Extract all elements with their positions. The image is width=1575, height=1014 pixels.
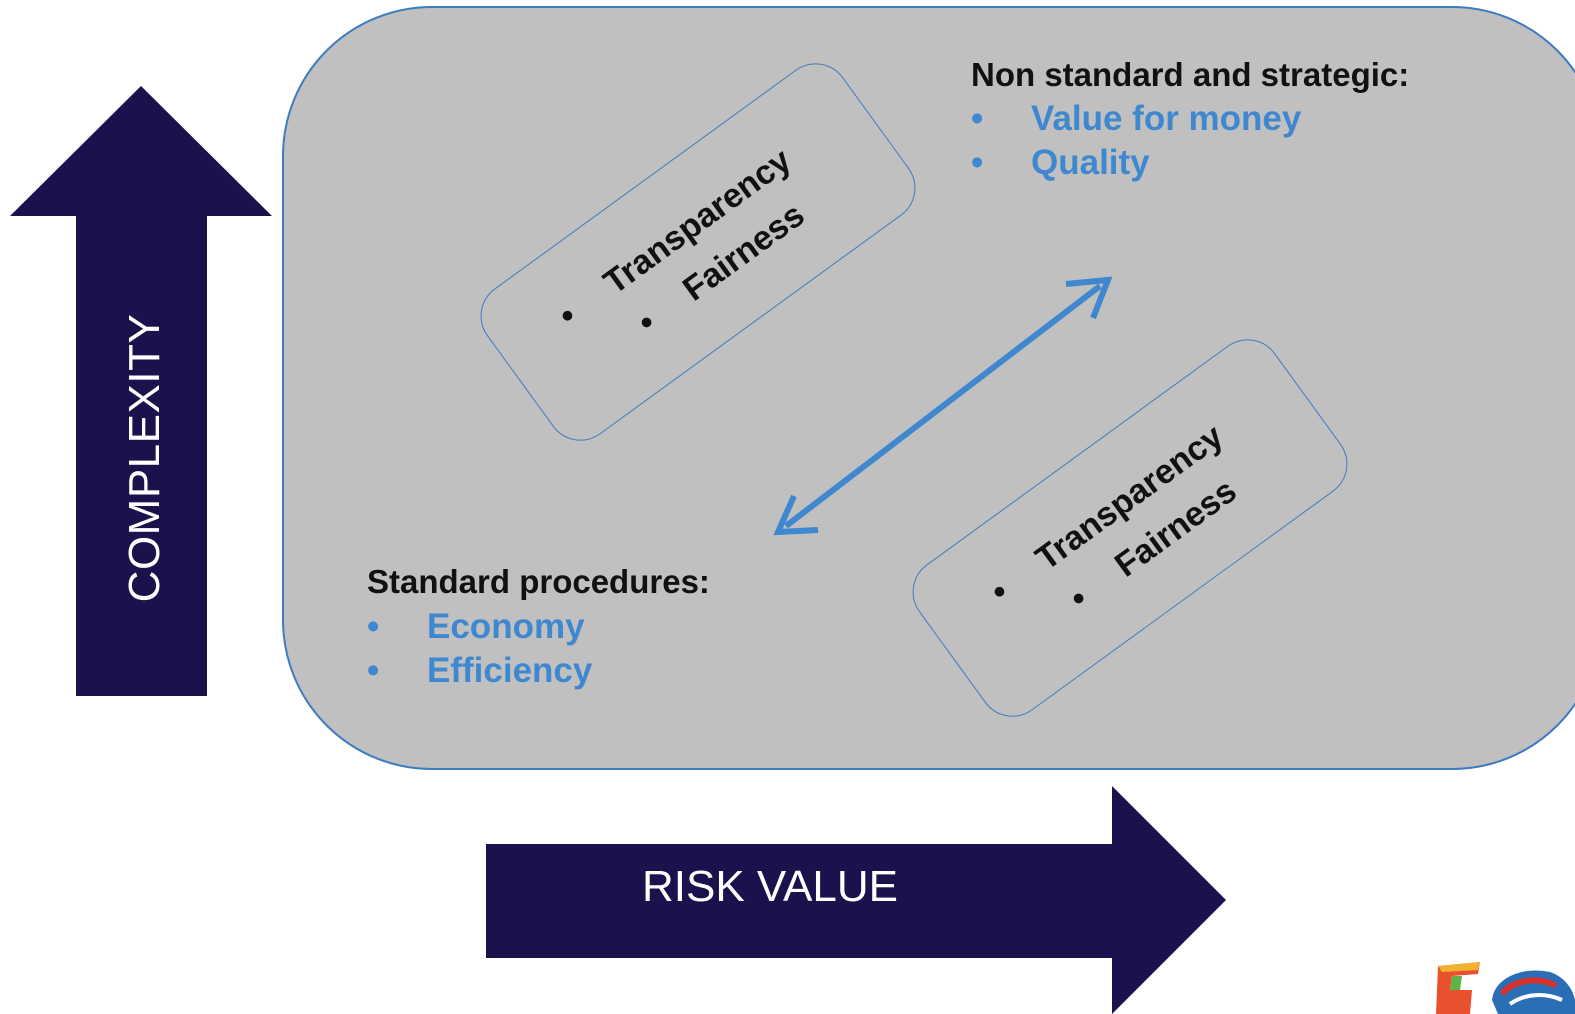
risk-value-label: RISK VALUE (642, 862, 898, 911)
risk-value-arrow-shape (486, 786, 1226, 1014)
arrowhead-bottom (773, 494, 819, 536)
non-standard-item-label: Quality (1031, 143, 1150, 182)
standard-list: • Economy • Efficiency (367, 605, 592, 693)
bullet-icon: • (367, 607, 380, 646)
non-standard-item: • Quality (971, 141, 1301, 185)
non-standard-heading: Non standard and strategic: (971, 56, 1410, 93)
double-arrow-line (784, 283, 1102, 529)
non-standard-item: • Value for money (971, 97, 1301, 141)
standard-item-label: Efficiency (427, 651, 593, 690)
standard-item-label: Economy (427, 607, 585, 646)
complexity-arrow-shape (10, 86, 272, 696)
standard-item: • Economy (367, 605, 592, 649)
non-standard-list: • Value for money • Quality (971, 97, 1301, 185)
bullet-icon: • (971, 99, 984, 138)
double-headed-arrow (773, 276, 1113, 536)
bullet-icon: • (983, 572, 1016, 611)
arrowhead-top (1065, 276, 1113, 320)
bullet-icon: • (630, 303, 663, 342)
standard-item: • Efficiency (367, 649, 592, 693)
complexity-arrow (10, 86, 272, 696)
standard-heading: Standard procedures: (367, 563, 710, 600)
non-standard-item-label: Value for money (1031, 99, 1302, 138)
bullet-icon: • (1062, 579, 1095, 618)
bullet-icon: • (971, 143, 984, 182)
bullet-icon: • (367, 651, 380, 690)
logo-icon (1436, 962, 1575, 1014)
risk-value-arrow (486, 786, 1226, 1014)
complexity-label: COMPLEXITY (120, 313, 169, 603)
bullet-icon: • (551, 296, 584, 335)
diagram-panel (282, 6, 1575, 770)
